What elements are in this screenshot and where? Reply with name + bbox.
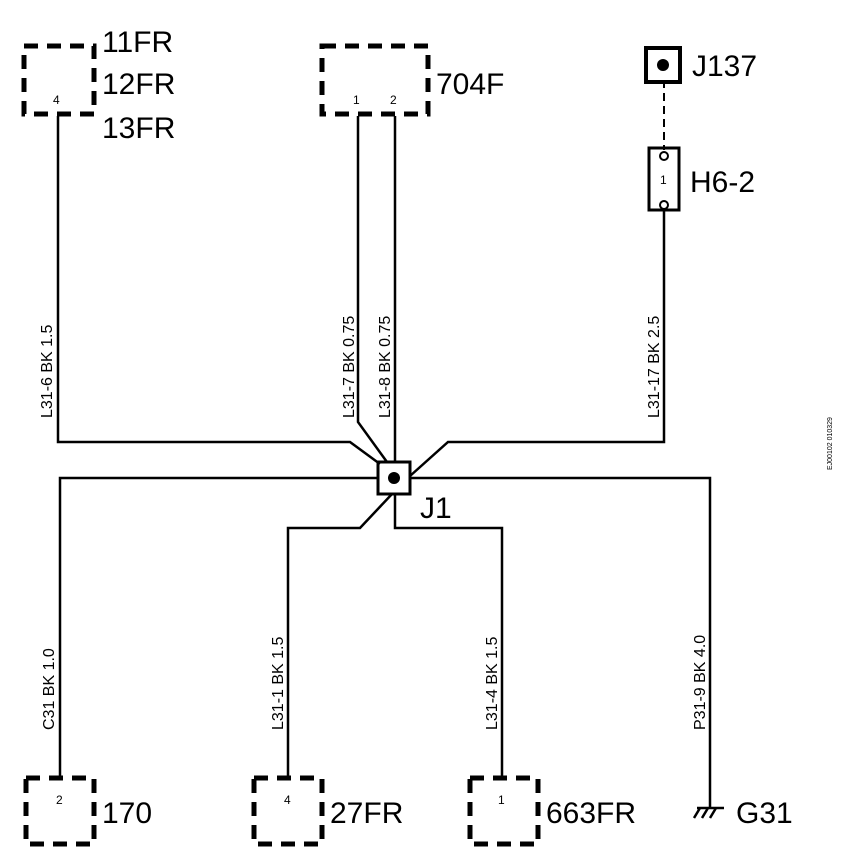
label-170: 170 — [102, 797, 152, 830]
wire-p31-9 — [410, 476, 712, 808]
label-11fr: 11FR — [102, 26, 173, 59]
wire-c31 — [58, 476, 378, 778]
wire-label-l31-7: L31-7 BK 0.75 — [341, 316, 358, 418]
connector-170-box — [23, 775, 97, 847]
pin-h6-2: 1 — [660, 173, 667, 187]
label-13fr: 13FR — [102, 112, 175, 145]
wire-label-c31: C31 BK 1.0 — [41, 648, 58, 730]
label-663fr: 663FR — [546, 797, 636, 830]
wire-l31-6 — [56, 116, 381, 466]
connector-663fr-box — [467, 775, 541, 847]
wire-label-l31-1: L31-1 BK 1.5 — [270, 637, 287, 731]
j137-terminal-dot — [657, 59, 669, 71]
wire-l31-4 — [393, 494, 504, 778]
label-g31: G31 — [736, 797, 793, 830]
pin-663fr: 1 — [498, 793, 505, 807]
label-h6-2: H6-2 — [690, 166, 755, 199]
wire-label-l31-6: L31-6 BK 1.5 — [39, 325, 56, 419]
label-704f: 704F — [436, 68, 504, 101]
connector-27fr-box — [251, 775, 325, 847]
wire-label-p31-9: P31-9 BK 4.0 — [692, 635, 709, 730]
wire-label-l31-8: L31-8 BK 0.75 — [377, 316, 394, 418]
ground-icon — [692, 806, 724, 819]
connector-704f-box — [319, 43, 431, 117]
wire-l31-1 — [286, 493, 393, 778]
wire-l31-17 — [409, 210, 666, 477]
pin-704f-2: 2 — [390, 93, 397, 107]
connector-11fr-box — [21, 43, 97, 117]
label-j137: J137 — [692, 50, 757, 83]
wire-label-l31-4: L31-4 BK 1.5 — [484, 637, 501, 731]
wire-label-l31-17: L31-17 BK 2.5 — [646, 316, 663, 418]
j1-splice-dot — [388, 472, 400, 484]
pin-27fr: 4 — [284, 793, 291, 807]
pin-170: 2 — [56, 793, 63, 807]
h6-2-terminal-bottom — [659, 200, 669, 210]
label-27fr: 27FR — [330, 797, 403, 830]
wire-l31-7 — [356, 116, 389, 463]
label-j1: J1 — [420, 492, 452, 525]
label-12fr: 12FR — [102, 68, 175, 101]
pin-11fr: 4 — [53, 93, 60, 107]
h6-2-terminal-top — [659, 151, 669, 161]
pin-704f-1: 1 — [353, 93, 360, 107]
drawing-code: EJ00102 010329 — [827, 417, 834, 470]
